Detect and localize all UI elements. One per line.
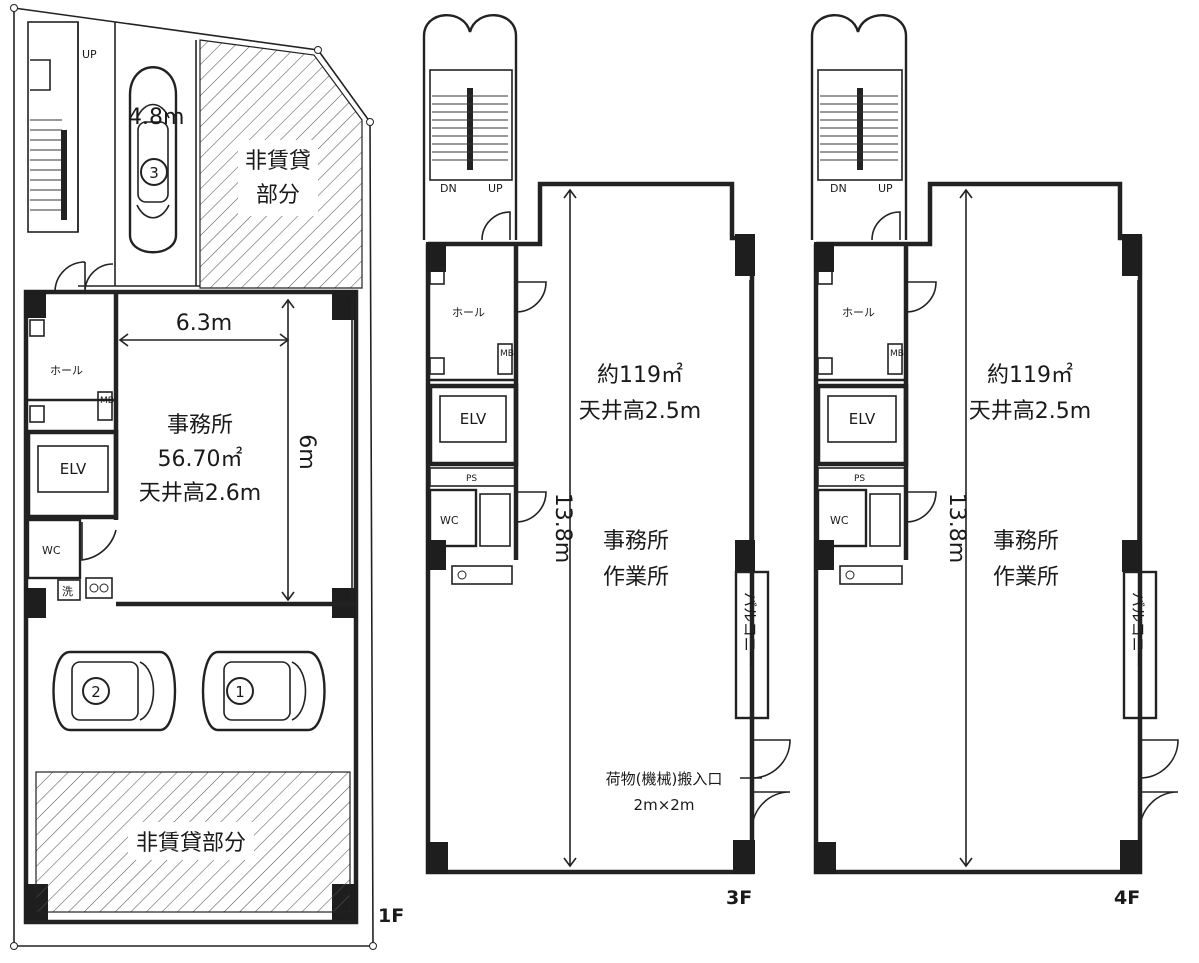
balcony-label-4f: バルコニー [1129,592,1147,667]
stair-up-label-3f: UP [488,182,503,195]
nonrental-top-label-2: 部分 [256,183,300,208]
ps-label-4f: PS [854,474,865,484]
floor-plan-1f: UP 3 4.8m 非賃貸 部分 ホール [10,4,404,950]
stair-up-label-4f: UP [878,182,893,195]
area-label-3f: 約119㎡ [597,362,683,388]
office-width-dim: 6.3m [176,311,232,336]
hall-label-4f: ホール [842,306,875,319]
building-outline-3f [425,181,755,875]
use-label-2-3f: 作業所 [603,565,669,590]
elevator-1f [25,429,119,520]
hall-label-3f: ホール [452,306,485,319]
floor-label-1f: 1F [378,905,404,927]
stair-dn-label-3f: DN [440,182,457,195]
mb-label-4f: MB [890,349,904,359]
use-label-1-3f: 事務所 [603,529,669,554]
parking-space-2-label: 2 [91,683,101,701]
floor-label-3f: 3F [726,887,752,909]
floor-label-4f: 4F [1114,887,1140,909]
parking-space-1-label: 1 [235,683,245,701]
wc-label-3f: WC [440,514,459,527]
use-label-2-4f: 作業所 [993,565,1059,590]
ceiling-label-3f: 天井高2.5m [579,399,701,424]
ps-label-3f: PS [466,474,477,484]
stair-1f [27,21,79,233]
ceiling-label-4f: 天井高2.5m [969,399,1091,424]
stair-up-label-1f: UP [82,48,97,61]
balcony-label-3f: バルコニー [741,592,759,667]
loading-label-3f: 荷物(機械)搬入口 [606,770,723,788]
stair-tower-4f [810,14,908,240]
parking-depth-dim: 4.8m [128,105,184,130]
nonrental-bottom-label: 非賃貸部分 [136,831,246,856]
area-label-4f: 約119㎡ [987,362,1073,388]
car-3 [128,66,178,254]
site-boundary [13,7,374,947]
car-1 [201,650,326,732]
depth-dim-4f: 13.8m [944,493,969,563]
wash-label-1f: 洗 [62,585,73,598]
loading-size-3f: 2m×2m [634,796,695,814]
elevator-3f [427,383,519,467]
stair-dn-label-4f: DN [830,182,847,195]
office-area-1f: 56.70㎡ [158,446,243,472]
parking-space-3-label: 3 [149,164,159,182]
car-2 [52,650,177,732]
office-ceiling-1f: 天井高2.6m [139,481,261,506]
elevator-4f [815,383,909,467]
nonrental-top-label-1: 非賃貸 [245,149,311,174]
wc-label-1f: WC [42,544,61,557]
building-outline-4f [813,181,1143,875]
elv-label-1f: ELV [60,460,87,478]
floor-plan-3f: DN UP ホール MB ELV PS WC 1 [422,14,791,909]
elv-label-4f: ELV [849,410,876,428]
use-label-1-4f: 事務所 [993,529,1059,554]
mb-label-1f: MB [100,396,114,406]
elv-label-3f: ELV [460,410,487,428]
stair-tower-3f [422,14,518,240]
hall-label-1f: ホール [50,364,83,377]
wc-label-4f: WC [830,514,849,527]
balcony-4f [1122,570,1158,720]
balcony-3f [734,570,770,720]
floor-plan-4f: DN UP ホール MB ELV PS WC 13.8m 約119㎡ [810,14,1179,909]
office-label-1f: 事務所 [167,413,233,438]
mb-label-3f: MB [500,349,514,359]
office-depth-dim: 6m [294,434,319,469]
depth-dim-3f: 13.8m [550,493,575,563]
